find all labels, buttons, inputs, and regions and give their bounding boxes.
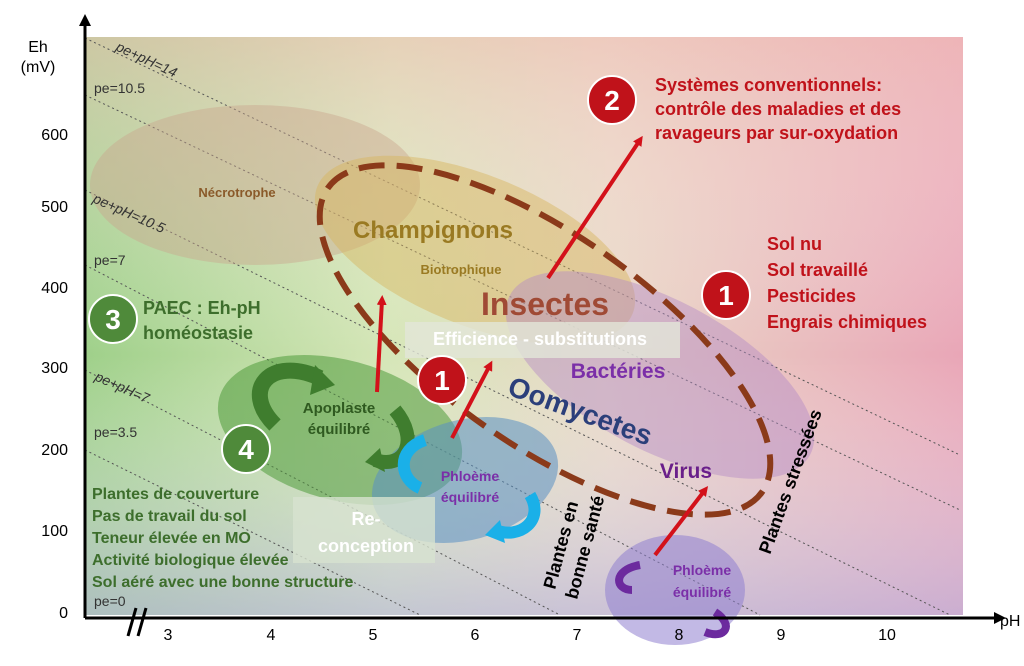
conventional-line-2: contrôle des maladies et des <box>655 99 901 119</box>
iso-line-pe-ph-14 <box>84 37 961 456</box>
iso-label-pe-10-5: pe=10.5 <box>94 80 145 96</box>
y-axis-title: Eh <box>28 39 48 56</box>
x-tick-label: 10 <box>878 627 896 644</box>
efficience-box <box>405 322 680 358</box>
conventional-line-1: Systèmes conventionnels: <box>655 75 882 95</box>
bacteries-label: Bactéries <box>571 360 666 383</box>
y-tick-label: 500 <box>41 199 68 216</box>
y-tick-label: 400 <box>41 280 68 297</box>
necrotrophe-label: Nécrotrophe <box>198 185 275 200</box>
cyan-arrowhead-icon <box>485 520 505 543</box>
paec-label-2: homéostasie <box>143 323 253 343</box>
badge-4-number: 4 <box>238 434 254 465</box>
arrow-virus-icon <box>653 486 709 557</box>
badge-4: 4 <box>221 424 271 474</box>
phloeme-label-2b: équilibré <box>673 584 732 600</box>
phloeme-label-2: Phloème <box>673 562 732 578</box>
y-tick-labels: 600 500 400 300 200 100 0 <box>41 127 68 622</box>
iso-line-pe-ph-7 <box>84 369 561 616</box>
reconception-label-2: conception <box>318 536 414 556</box>
insectes-label: Insectes <box>481 286 609 322</box>
necrotrophe-zone <box>90 105 420 265</box>
y-tick-label: 0 <box>59 605 68 622</box>
green-arrowhead-icon <box>365 448 385 472</box>
apoplaste-label: Apoplaste <box>303 400 376 417</box>
sol-item: Pesticides <box>767 286 856 306</box>
purple-curved-arrow-icon <box>615 561 641 594</box>
virus-label: Virus <box>660 460 712 483</box>
arrow-phloeme-up-icon <box>450 360 493 439</box>
practice-item: Teneur élevée en MO <box>92 530 251 547</box>
iso-line-pe-ph-10-5 <box>84 189 951 616</box>
y-tick-label: 300 <box>41 360 68 377</box>
y-tick-label: 100 <box>41 523 68 540</box>
practices-list: Plantes de couverture Pas de travail du … <box>92 486 354 591</box>
iso-line-pe-10-5 <box>84 94 961 511</box>
x-tick-label: 9 <box>777 627 786 644</box>
badge-1-top: 1 <box>701 270 751 320</box>
champignons-zone <box>314 155 636 345</box>
iso-label-pe-3-5: pe=3.5 <box>94 424 137 440</box>
iso-label-pe-0: pe=0 <box>94 593 126 609</box>
practice-item: Plantes de couverture <box>92 486 259 503</box>
badge-2-number: 2 <box>604 85 620 116</box>
iso-label-pe-7: pe=7 <box>94 252 126 268</box>
sol-item: Sol nu <box>767 234 822 254</box>
y-tick-label: 600 <box>41 127 68 144</box>
badge-1-top-number: 1 <box>718 280 734 311</box>
badge-1-mid-number: 1 <box>434 365 450 396</box>
practice-item: Activité biologique élevée <box>92 552 289 569</box>
practice-item: Pas de travail du sol <box>92 508 247 525</box>
conventional-annotation: Systèmes conventionnels: contrôle des ma… <box>655 75 901 143</box>
x-tick-label: 5 <box>369 627 378 644</box>
reconception-box <box>293 497 435 563</box>
sol-item: Engrais chimiques <box>767 312 927 332</box>
paec-label: PAEC : Eh-pH <box>143 298 261 318</box>
x-tick-label: 4 <box>267 627 276 644</box>
badge-3: 3 <box>88 294 138 344</box>
y-tick-label: 200 <box>41 442 68 459</box>
axis-break-icon <box>126 607 148 637</box>
apoplaste-label-2: équilibré <box>308 421 371 438</box>
phloeme-label-1: Phloème <box>441 468 500 484</box>
arrow-to-conventional-icon <box>546 135 643 280</box>
champignons-label: Champignons <box>353 217 513 244</box>
conventional-zone-dashed <box>316 162 774 518</box>
purple-cycle-arrows <box>615 561 730 639</box>
x-tick-label: 7 <box>573 627 582 644</box>
cyan-cycle-arrows <box>397 434 541 543</box>
conventional-line-3: ravageurs par sur-oxydation <box>655 123 898 143</box>
efficience-label: Efficience - substitutions <box>433 329 647 349</box>
green-cycle-arrows <box>251 362 415 472</box>
red-arrows <box>375 135 709 557</box>
x-tick-label: 8 <box>675 627 684 644</box>
x-axis-title: pH <box>1000 613 1020 630</box>
badge-2: 2 <box>587 75 637 125</box>
badge-3-number: 3 <box>105 304 121 335</box>
purple-curved-arrow-icon <box>703 608 730 639</box>
x-tick-labels: 3 4 5 6 7 8 9 10 <box>164 627 896 644</box>
arrow-apoplaste-up-icon <box>375 295 387 393</box>
x-tick-label: 3 <box>164 627 173 644</box>
x-tick-label: 6 <box>471 627 480 644</box>
green-arrowhead-icon <box>310 365 335 395</box>
y-axis-unit: (mV) <box>21 59 56 76</box>
iso-line-pe-3-5 <box>84 449 421 616</box>
sol-item: Sol travaillé <box>767 260 868 280</box>
green-curved-arrow-icon <box>251 362 324 431</box>
practice-item: Sol aéré avec une bonne structure <box>92 574 354 591</box>
phloeme-label-1b: équilibré <box>441 489 500 505</box>
biotrophique-label: Biotrophique <box>421 262 502 277</box>
cyan-curved-arrow-icon <box>397 434 428 494</box>
reconception-label: Re- <box>351 509 380 529</box>
sol-list: Sol nu Sol travaillé Pesticides Engrais … <box>767 234 927 332</box>
badge-1-mid: 1 <box>417 355 467 405</box>
